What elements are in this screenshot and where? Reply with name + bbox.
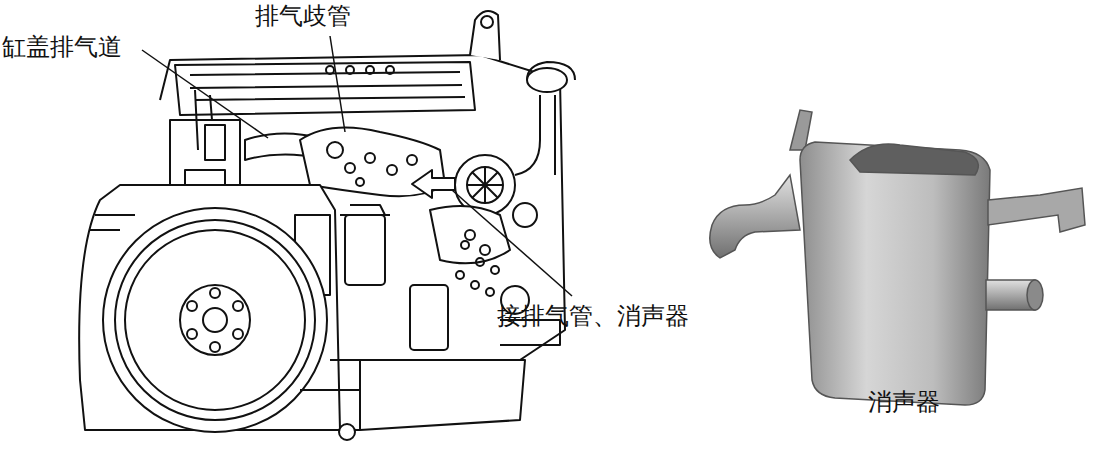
part-label: 接排气管、消声器: [497, 302, 689, 331]
part-label: 排气歧管: [255, 2, 351, 31]
part-label: 缸盖排气道: [2, 33, 122, 62]
part-label: 消声器: [868, 388, 940, 417]
